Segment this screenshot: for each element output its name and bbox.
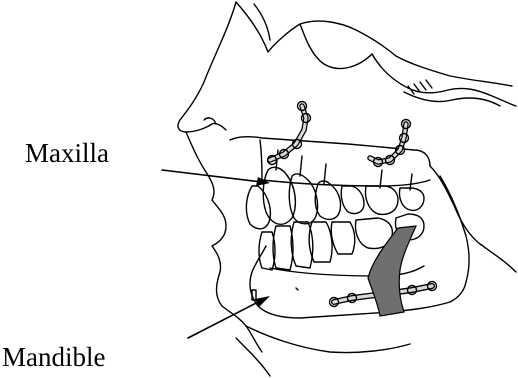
temporal-hatch <box>408 80 432 94</box>
bone-graft <box>368 226 416 316</box>
nasal-bridge <box>178 2 236 132</box>
ramus-posterior <box>440 176 469 282</box>
upper-plate-right <box>370 120 411 167</box>
upper-molar-2 <box>399 188 424 210</box>
maxilla-arrow <box>162 170 262 182</box>
lower-tooth-2 <box>273 226 293 270</box>
throat-line <box>236 338 270 376</box>
orbit-outline <box>300 24 372 69</box>
upper-tooth-3 <box>289 174 317 224</box>
orbit-inner-line <box>254 4 270 40</box>
maxillary-sinus-line <box>260 140 262 180</box>
upper-tooth-5 <box>341 186 364 214</box>
mental-mark <box>296 288 298 290</box>
upper-tooth-1 <box>246 186 270 229</box>
mandible-label: Mandible <box>2 344 105 371</box>
nostril <box>186 123 226 132</box>
maxilla-label: Maxilla <box>25 140 109 167</box>
upper-lip <box>186 132 214 200</box>
lip-contour <box>212 200 226 272</box>
cranium-outline <box>236 2 512 86</box>
lower-tooth-5 <box>331 222 355 254</box>
upper-tooth-4 <box>315 181 340 219</box>
neck-line <box>246 326 410 353</box>
chin-notch <box>252 290 256 300</box>
upper-molar-1 <box>366 186 399 214</box>
zygoma-outline <box>372 54 516 106</box>
palate-line <box>262 180 430 186</box>
upper-plate-left <box>268 102 311 165</box>
maxilla-arrowhead <box>256 177 270 186</box>
mandible-angle <box>258 282 466 318</box>
upper-tooth-2 <box>263 167 295 224</box>
